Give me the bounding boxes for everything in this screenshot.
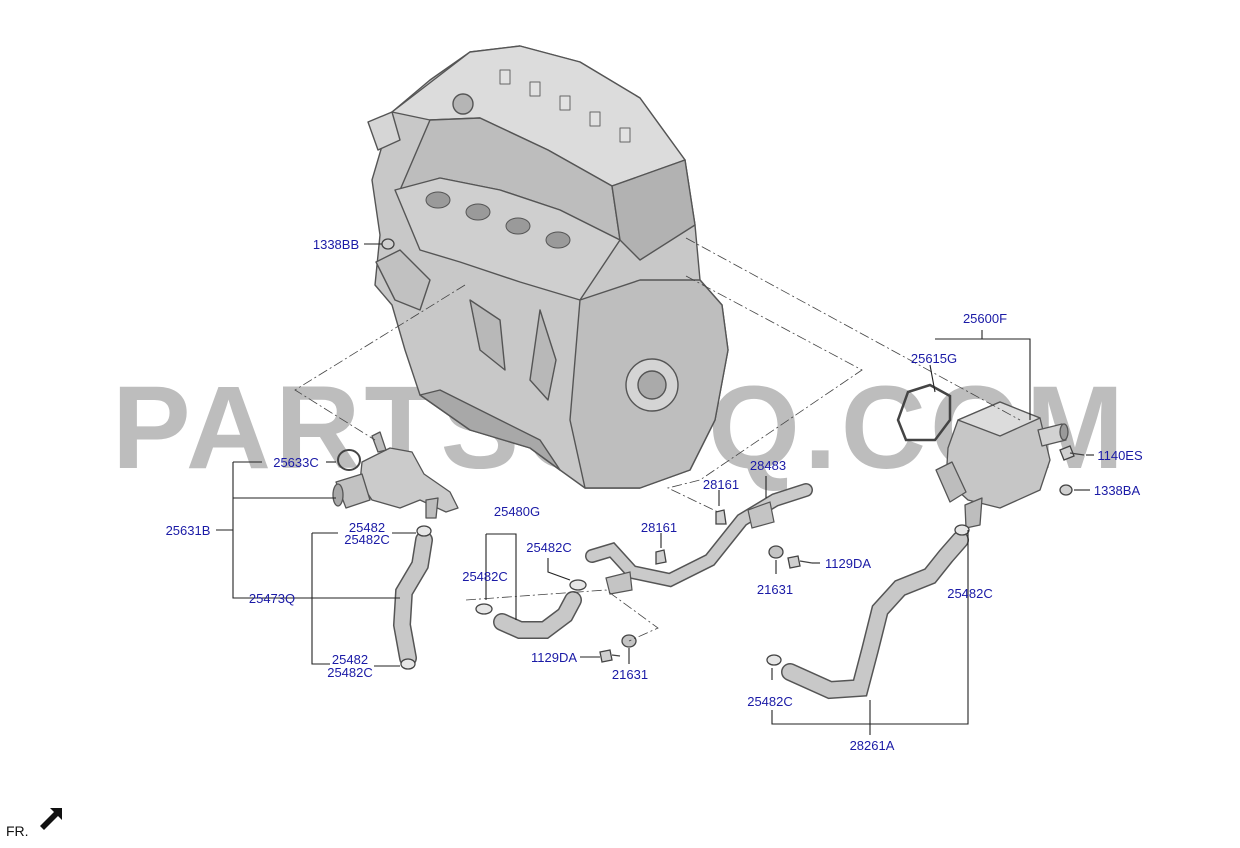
part-label-25482C[interactable]: 25482C	[344, 532, 390, 547]
part-label-25600F[interactable]: 25600F	[963, 311, 1007, 326]
clamp-illustration	[766, 654, 782, 666]
engine-block-illustration	[367, 45, 729, 489]
orientation-label: FR.	[6, 823, 29, 839]
clamp-illustration	[475, 603, 493, 615]
o-ring-illustration	[337, 449, 361, 471]
clamp-illustration	[416, 525, 432, 537]
grommet-illustration	[715, 509, 727, 525]
part-label-21631[interactable]: 21631	[612, 667, 648, 682]
part-label-25631B[interactable]: 25631B	[166, 523, 211, 538]
clamp-illustration	[569, 579, 587, 591]
part-label-25482C[interactable]: 25482C	[747, 694, 793, 709]
bolt-illustration	[599, 649, 613, 663]
bolt-illustration	[1059, 445, 1075, 461]
part-label-28483[interactable]: 28483	[750, 458, 786, 473]
leader-lines	[216, 243, 1094, 735]
water-outlet-housing-illustration	[935, 401, 1069, 529]
part-label-25633C[interactable]: 25633C	[273, 455, 319, 470]
nut-illustration	[1059, 484, 1073, 496]
nut-illustration	[381, 238, 395, 250]
part-label-1338BA[interactable]: 1338BA	[1094, 483, 1141, 498]
part-label-25482[interactable]: 25482	[349, 520, 385, 535]
thermostat-housing-illustration	[332, 431, 459, 519]
part-label-25480G[interactable]: 25480G	[494, 504, 540, 519]
part-label-25482[interactable]: 25482	[332, 652, 368, 667]
clamp-illustration	[400, 658, 416, 670]
part-label-1338BB[interactable]: 1338BB	[313, 237, 359, 252]
grommet-illustration	[655, 549, 667, 565]
part-label-28161[interactable]: 28161	[703, 477, 739, 492]
clamp-illustration	[954, 524, 970, 536]
part-label-25482C[interactable]: 25482C	[462, 569, 508, 584]
part-label-25482C[interactable]: 25482C	[526, 540, 572, 555]
part-label-28161[interactable]: 28161	[641, 520, 677, 535]
part-label-1140ES[interactable]: 1140ES	[1097, 448, 1143, 463]
part-label-1129DA[interactable]: 1129DA	[825, 556, 871, 571]
arrow-down-left-icon	[40, 808, 62, 830]
orientation-marker: FR.	[6, 808, 62, 839]
hardware-illustrations	[381, 238, 1085, 670]
part-labels: 1338BB 25600F 25615G 1140ES 1338BA 25633…	[166, 237, 1143, 753]
part-label-28261A[interactable]: 28261A	[850, 738, 895, 753]
part-label-25482C[interactable]: 25482C	[947, 586, 993, 601]
pipe-bracket-illustration	[605, 571, 633, 595]
spacer-illustration	[768, 545, 784, 559]
pipe-bracket-illustration	[747, 501, 775, 529]
gasket-ring-illustration	[896, 383, 952, 442]
part-label-1129DA[interactable]: 1129DA	[531, 650, 577, 665]
part-label-21631[interactable]: 21631	[757, 582, 793, 597]
assembly-guide-lines	[294, 237, 1021, 642]
bolt-illustration	[787, 555, 801, 569]
part-label-25482C[interactable]: 25482C	[327, 665, 373, 680]
part-label-25615G[interactable]: 25615G	[911, 351, 957, 366]
part-label-25473Q[interactable]: 25473Q	[249, 591, 295, 606]
